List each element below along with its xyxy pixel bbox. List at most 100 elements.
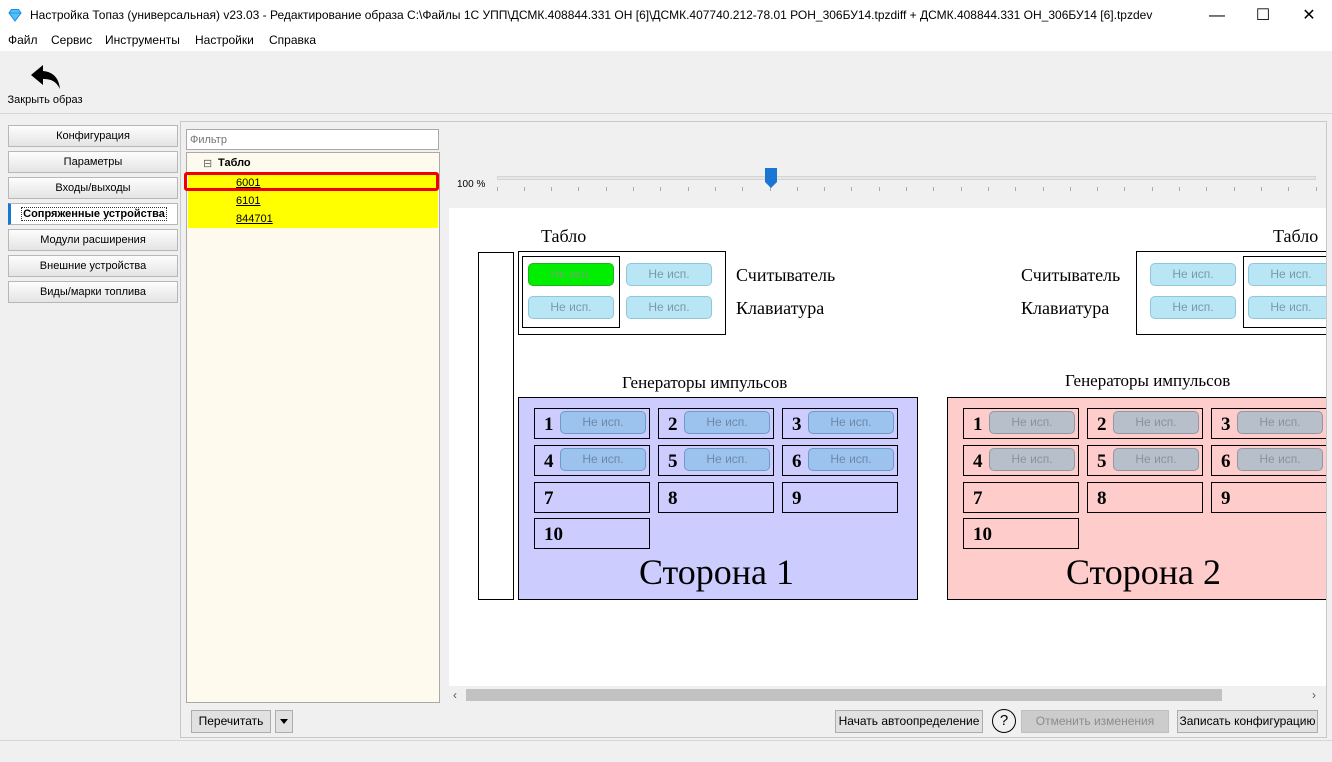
side2-generator-state-button[interactable]: Не исп. (1113, 411, 1199, 434)
maximize-button[interactable]: ☐ (1255, 7, 1271, 24)
side1-generator-state-button[interactable]: Не исп. (560, 448, 646, 471)
side2-generator-cell-3[interactable] (1211, 408, 1326, 439)
side1-generator-number: 10 (544, 524, 563, 545)
side2-generator-cell-2[interactable] (1087, 408, 1203, 439)
reread-button[interactable]: Перечитать (191, 710, 271, 733)
side1-generator-cell-7[interactable] (534, 482, 650, 513)
zoom-slider-ticks (496, 187, 1317, 192)
side2-generator-state-button[interactable]: Не исп. (1237, 411, 1323, 434)
side1-generator-cell-2[interactable] (658, 408, 774, 439)
zoom-tick (1179, 187, 1180, 191)
menu-file[interactable]: Файл (8, 33, 38, 47)
zoom-tick (742, 187, 744, 191)
side2-tablo-button-3[interactable]: Не исп. (1150, 296, 1236, 319)
window-title: Настройка Топаз (универсальная) v23.03 -… (30, 8, 1153, 22)
side1-generator-cell-8[interactable] (658, 482, 774, 513)
side2-generator-cell-8[interactable] (1087, 482, 1203, 513)
reread-dropdown-button[interactable] (275, 710, 293, 733)
side1-generator-number: 2 (668, 414, 678, 435)
close-image-button[interactable]: Закрыть образ (5, 60, 85, 110)
menu-service[interactable]: Сервис (51, 33, 93, 47)
tab-inputs-outputs[interactable]: Входы/выходы (8, 177, 178, 199)
zoom-tick (1260, 187, 1262, 191)
menu-bar (0, 31, 1332, 51)
side1-generator-number: 8 (668, 488, 678, 509)
autodetect-button[interactable]: Начать автоопределение (835, 710, 983, 733)
side2-generators-title: Генераторы импульсов (1065, 371, 1231, 390)
side1-tablo-button-2[interactable]: Не исп. (626, 263, 712, 286)
minimize-button[interactable]: — (1209, 7, 1225, 24)
tab-fuel-types[interactable]: Виды/марки топлива (8, 281, 178, 303)
side1-generator-cell-5[interactable] (658, 445, 774, 476)
side1-generator-number: 5 (668, 451, 678, 472)
side2-generator-cell-4[interactable] (963, 445, 1079, 476)
scroll-left-icon[interactable]: ‹ (453, 688, 457, 702)
tab-parameters[interactable]: Параметры (8, 151, 178, 173)
zoom-tick (878, 187, 880, 191)
filter-input[interactable] (186, 129, 439, 150)
side1-generator-cell-1[interactable] (534, 408, 650, 439)
zoom-tick (1124, 187, 1126, 191)
tree-item-6001[interactable]: 6001 (188, 174, 438, 192)
side1-generator-state-button[interactable]: Не исп. (560, 411, 646, 434)
side1-generator-cell-9[interactable] (782, 482, 898, 513)
scroll-right-icon[interactable]: › (1312, 688, 1316, 702)
close-window-button[interactable]: ✕ (1302, 7, 1316, 24)
tab-external-devices[interactable]: Внешние устройства (8, 255, 178, 277)
side1-generator-cell-3[interactable] (782, 408, 898, 439)
close-image-label: Закрыть образ (7, 94, 83, 106)
zoom-tick (933, 187, 935, 191)
side2-generator-cell-7[interactable] (963, 482, 1079, 513)
canvas-hscroll-thumb[interactable] (466, 689, 1222, 701)
side1-generator-state-button[interactable]: Не исп. (808, 411, 894, 434)
side2-generator-cell-5[interactable] (1087, 445, 1203, 476)
side2-generator-number: 2 (1097, 414, 1107, 435)
side2-generator-cell-6[interactable] (1211, 445, 1326, 476)
tab-paired-devices[interactable]: Сопряженные устройства (8, 203, 178, 225)
zoom-slider-thumb[interactable] (765, 168, 777, 188)
write-config-button[interactable]: Записать конфигурацию (1177, 710, 1318, 733)
side2-tablo-button-2[interactable]: Не исп. (1248, 263, 1326, 286)
side2-generator-state-button[interactable]: Не исп. (1237, 448, 1323, 471)
zoom-tick (551, 187, 553, 191)
back-arrow-icon (31, 65, 60, 89)
tree-root-tablo[interactable]: Табло (218, 157, 251, 169)
zoom-tick (605, 187, 607, 191)
side2-tablo-frame (1136, 251, 1326, 335)
zoom-tick (1288, 187, 1290, 191)
menu-settings[interactable]: Настройки (195, 33, 254, 47)
title-bar: Настройка Топаз (универсальная) v23.03 -… (0, 0, 1332, 31)
side1-generator-state-button[interactable]: Не исп. (684, 411, 770, 434)
tab-expansion-modules[interactable]: Модули расширения (8, 229, 178, 251)
tree-item-844701[interactable]: 844701 (188, 210, 438, 228)
side2-generator-state-button[interactable]: Не исп. (989, 448, 1075, 471)
side1-tablo-button-1[interactable]: Не исп. (528, 263, 614, 286)
side1-generator-cell-6[interactable] (782, 445, 898, 476)
side2-generator-state-button[interactable]: Не исп. (1113, 448, 1199, 471)
help-icon[interactable]: ? (992, 709, 1016, 733)
side2-tablo-button-4[interactable]: Не исп. (1248, 296, 1326, 319)
cancel-changes-button[interactable]: Отменить изменения (1021, 710, 1169, 733)
menu-tools[interactable]: Инструменты (105, 33, 180, 47)
side1-generators-title: Генераторы импульсов (622, 373, 788, 392)
zoom-tick (660, 187, 662, 191)
side2-generator-cell-1[interactable] (963, 408, 1079, 439)
collapse-icon[interactable]: ⊟ (203, 158, 213, 170)
tree-item-6101[interactable]: 6101 (188, 192, 438, 210)
side1-generator-state-button[interactable]: Не исп. (684, 448, 770, 471)
side2-generator-cell-9[interactable] (1211, 482, 1326, 513)
menu-help[interactable]: Справка (269, 33, 317, 47)
side2-generator-cell-10[interactable] (963, 518, 1079, 549)
status-bar (0, 740, 1332, 762)
side1-generator-cell-10[interactable] (534, 518, 650, 549)
device-tree[interactable] (186, 152, 440, 703)
zoom-slider-track[interactable] (497, 176, 1316, 180)
side1-tablo-button-4[interactable]: Не исп. (626, 296, 712, 319)
side2-generator-state-button[interactable]: Не исп. (989, 411, 1075, 434)
side2-generator-number: 5 (1097, 451, 1107, 472)
side1-tablo-button-3[interactable]: Не исп. (528, 296, 614, 319)
tab-configuration[interactable]: Конфигурация (8, 125, 178, 147)
side2-tablo-button-1[interactable]: Не исп. (1150, 263, 1236, 286)
side1-generator-state-button[interactable]: Не исп. (808, 448, 894, 471)
side1-generator-cell-4[interactable] (534, 445, 650, 476)
